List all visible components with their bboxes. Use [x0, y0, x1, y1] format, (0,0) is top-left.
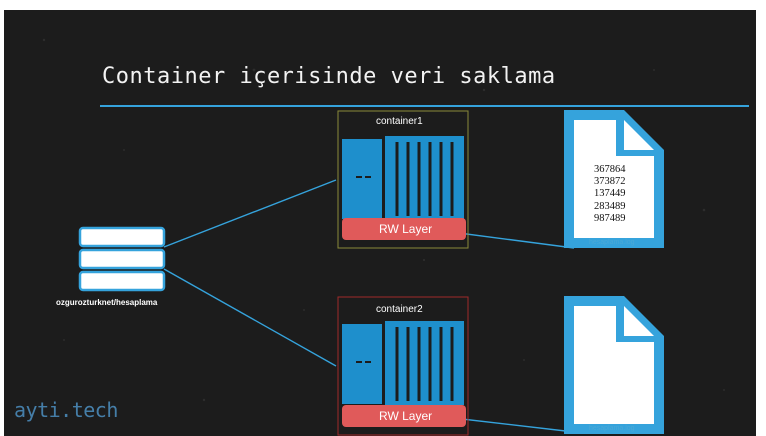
file-line: 373872: [594, 176, 626, 188]
file-line: 367864: [594, 164, 626, 175]
file-line: 283489: [594, 200, 626, 212]
brand-logo: ayti.tech: [14, 398, 118, 422]
rw-layer-1-label: RW Layer: [379, 222, 433, 236]
slide-title: Container içerisinde veri saklama: [102, 64, 556, 89]
rw-layer-2[interactable]: [342, 405, 466, 427]
file2-name: hesaplama.log: [589, 425, 635, 432]
shipping-container-icon: [342, 321, 464, 405]
chalk-texture: [42, 38, 725, 402]
file-line: 137449: [594, 188, 626, 200]
container2-label: container2: [376, 304, 423, 315]
document-icon[interactable]: [564, 110, 664, 248]
server-stack-icon[interactable]: [78, 226, 166, 292]
shipping-container-icon: [342, 136, 464, 220]
slide: Container içerisinde veri saklama ozguro…: [4, 10, 756, 436]
file1-contents: 367864 373872 137449 283489 987489: [594, 164, 626, 225]
link-service-container2: [163, 268, 337, 367]
document-icon[interactable]: [564, 296, 664, 434]
container2-box[interactable]: [337, 296, 469, 436]
link-service-container1: [163, 179, 337, 248]
file1-name: hesaplama.log: [589, 239, 635, 246]
diagram-canvas: [42, 38, 749, 436]
rw-layer-2-label: RW Layer: [379, 409, 433, 423]
container1-box[interactable]: [337, 110, 469, 249]
service-label: ozgurozturknet/hesaplama: [56, 298, 158, 307]
container1-label: container1: [376, 116, 423, 127]
file-line: 987489: [594, 212, 626, 224]
rw-layer-1[interactable]: [342, 218, 466, 240]
